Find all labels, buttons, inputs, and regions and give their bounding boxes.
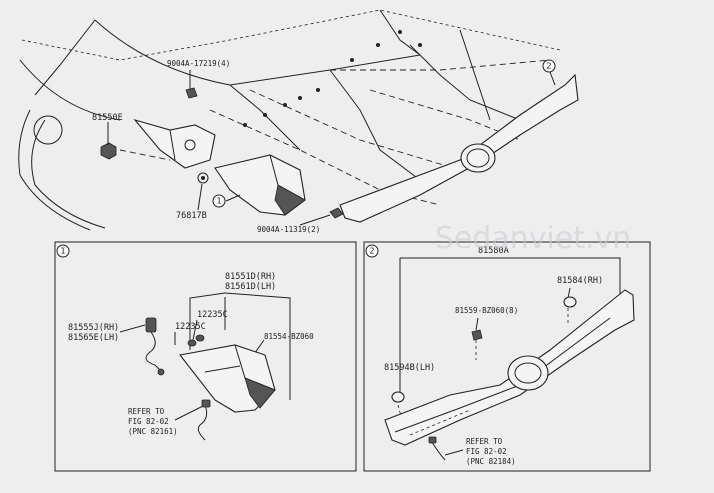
label-81554-bz060: 81554-BZ060 (264, 332, 314, 341)
refer-right: REFER TO FIG 82-02 (PNC 82184) (466, 437, 516, 466)
callout-1-top: 1 (212, 194, 226, 208)
clip-9004a-17219 (185, 87, 198, 99)
label-9004a-11319: 9004A-11319(2) (257, 225, 320, 234)
label-9004a-17219: 9004A-17219(4) (167, 59, 230, 68)
label-81559-bz060: 81559-BZ060(8) (455, 306, 518, 315)
cover-81594b (391, 391, 405, 403)
label-81551d: 81551D(RH) (225, 272, 276, 282)
refer-left: REFER TO FIG 82-02 (PNC 82161) (128, 407, 178, 436)
callout-2-panel: 2 (365, 244, 379, 258)
socket-wire-81555j (145, 317, 165, 376)
leader-lines-right-panel (399, 257, 621, 456)
bracket-81550e (133, 118, 216, 169)
label-81580a: 81580A (478, 246, 509, 256)
leader-lines-top (107, 70, 556, 226)
label-81584: 81584(RH) (557, 276, 603, 286)
bolt-9004a-11319 (329, 207, 344, 219)
label-81565e: 81565E(LH) (68, 333, 119, 343)
leader-lines-left-panel (119, 292, 291, 421)
cover-81584 (563, 296, 577, 308)
garnish-detail (384, 289, 635, 446)
label-81550e: 81550E (92, 113, 123, 123)
connector-wire-right (428, 436, 446, 461)
svg-text:2: 2 (546, 62, 551, 71)
svg-text:1: 1 (60, 247, 65, 256)
panel-right (363, 241, 651, 472)
garnish-top (339, 73, 579, 223)
callout-2-top: 2 (542, 59, 556, 73)
grommet-76817b (197, 172, 209, 184)
svg-text:2: 2 (369, 247, 374, 256)
clip-81559-bz060 (471, 329, 483, 341)
panel-left (54, 241, 357, 472)
refer-right-line3: (PNC 82184) (466, 457, 516, 466)
connector-wire-left (197, 399, 211, 441)
bulbs-12235c (187, 334, 205, 347)
callout-1-panel: 1 (56, 244, 70, 258)
nut-81550e (100, 142, 117, 160)
watermark: Sedanviet.vn (435, 221, 632, 256)
refer-right-line2: FIG 82-02 (466, 447, 507, 456)
label-81555j: 81555J(RH) (68, 323, 119, 333)
svg-text:1: 1 (216, 197, 221, 206)
refer-left-line1: REFER TO (128, 407, 165, 416)
label-81561d: 81561D(LH) (225, 282, 276, 292)
vehicle-body-outline (18, 9, 561, 231)
label-12235c-a: 12235C (197, 310, 228, 320)
rear-lamp-left-detail (179, 344, 276, 413)
refer-left-line2: FIG 82-02 (128, 417, 169, 426)
refer-right-line1: REFER TO (466, 437, 503, 446)
label-81594b: 81594B(LH) (384, 363, 435, 373)
rear-lamp-left-top (214, 154, 306, 216)
refer-left-line3: (PNC 82161) (128, 427, 178, 436)
label-76817b: 76817B (176, 211, 207, 221)
